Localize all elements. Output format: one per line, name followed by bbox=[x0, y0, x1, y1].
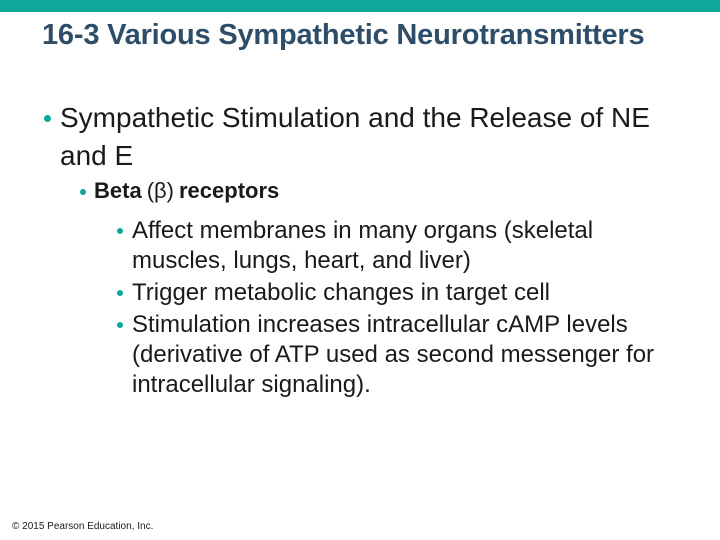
bullet-level3-text: Stimulation increases intracellular cAMP… bbox=[132, 311, 655, 398]
bullet-icon bbox=[44, 115, 51, 122]
bullet-icon bbox=[117, 290, 123, 296]
top-accent-bar bbox=[0, 0, 720, 12]
bullet-level1-text: Sympathetic Stimulation and the Release … bbox=[60, 102, 650, 171]
copyright-text: © 2015 Pearson Education, Inc. bbox=[12, 521, 154, 532]
bullet-level2-text: Beta(β)receptors bbox=[94, 176, 279, 206]
bullet-level3-text: Trigger metabolic changes in target cell bbox=[132, 279, 550, 306]
bullet-icon bbox=[80, 189, 86, 195]
level2-text-beta: Beta bbox=[94, 178, 142, 203]
bullet-level3-group: Affect membranes in many organs (skeleta… bbox=[117, 216, 707, 402]
bullet-icon bbox=[117, 228, 123, 234]
level2-text-receptors: receptors bbox=[179, 178, 280, 203]
bullet-level3-item: Affect membranes in many organs (skeleta… bbox=[117, 216, 707, 276]
bullet-level1: Sympathetic Stimulation and the Release … bbox=[44, 99, 704, 175]
bullet-level3-item: Trigger metabolic changes in target cell bbox=[117, 278, 707, 308]
bullet-level3-text: Affect membranes in many organs (skeleta… bbox=[132, 217, 594, 274]
bullet-level2: Beta(β)receptors bbox=[80, 176, 680, 206]
slide-title: 16-3 Various Sympathetic Neurotransmitte… bbox=[42, 19, 645, 51]
bullet-icon bbox=[117, 322, 123, 328]
bullet-level3-item: Stimulation increases intracellular cAMP… bbox=[117, 310, 707, 400]
level2-text-beta-symbol: (β) bbox=[146, 178, 174, 203]
